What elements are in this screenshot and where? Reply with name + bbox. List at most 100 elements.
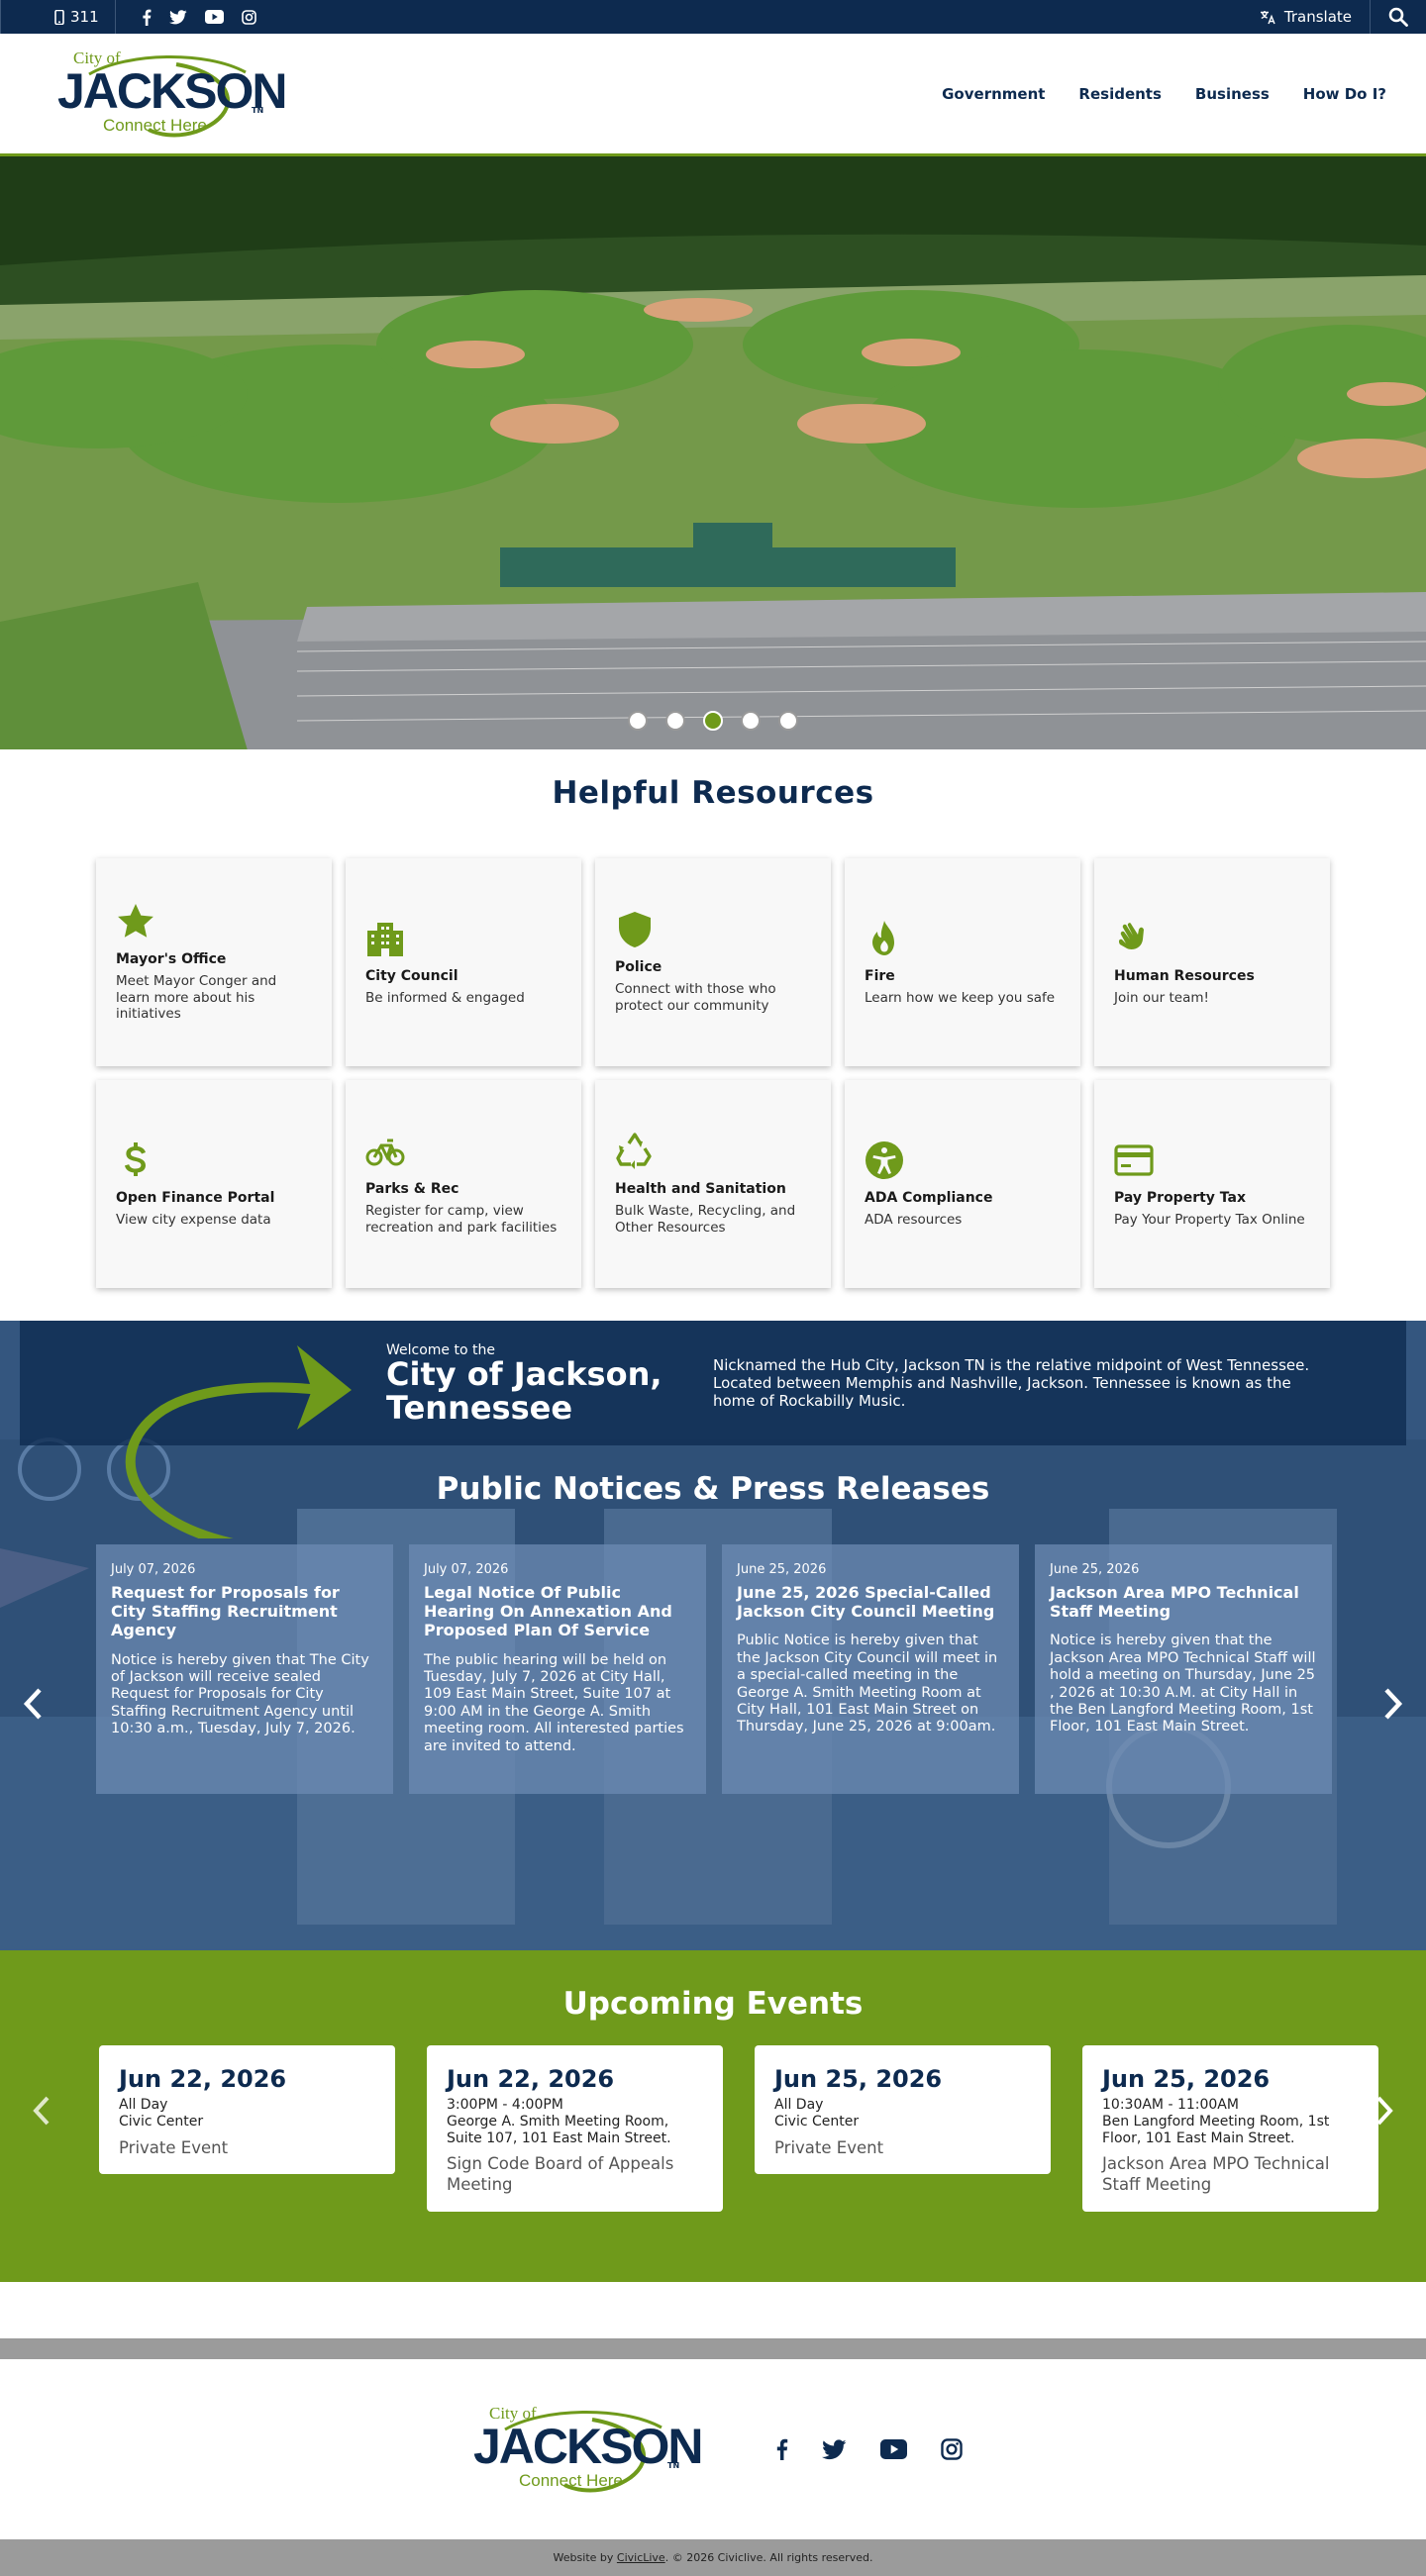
- search-icon: [1388, 7, 1408, 27]
- events-next-button[interactable]: [1375, 2095, 1394, 2130]
- site-footer: City of JACKSON TN Connect Here: [0, 2359, 1426, 2539]
- event-card[interactable]: Jun 22, 2026 All Day Civic Center Privat…: [99, 2045, 395, 2175]
- notice-title[interactable]: Request for Proposals for City Staffing …: [111, 1583, 340, 1640]
- event-time: All Day: [119, 2097, 168, 2113]
- event-location: George A. Smith Meeting Room, Suite 107,…: [447, 2113, 671, 2146]
- footer-credits: Website by CivicLive. © 2026 Civiclive. …: [0, 2539, 1426, 2576]
- footer-logo[interactable]: City of JACKSON TN Connect Here: [473, 2400, 703, 2499]
- nav-residents[interactable]: Residents: [1078, 84, 1162, 103]
- notice-title[interactable]: June 25, 2026 Special-Called Jackson Cit…: [737, 1583, 995, 1622]
- chevron-right-icon: [1384, 1688, 1403, 1720]
- resource-card-human-resources[interactable]: Human Resources Join our team!: [1094, 858, 1330, 1066]
- footer-social-links: [775, 2437, 963, 2461]
- phone-311-link[interactable]: 311: [0, 0, 116, 34]
- notice-title[interactable]: Jackson Area MPO Technical Staff Meeting: [1050, 1583, 1299, 1622]
- logo-state: TN: [667, 2461, 680, 2470]
- topbar-right: Translate: [1242, 0, 1426, 34]
- event-time: 3:00PM - 4:00PM: [447, 2097, 563, 2113]
- logo-city-of: City of: [73, 48, 121, 67]
- logo-swoosh-graphic: [504, 2411, 662, 2493]
- slide-dot-2[interactable]: [665, 711, 685, 731]
- welcome-heading: City of Jackson, Tennessee: [386, 1355, 662, 1427]
- instagram-icon[interactable]: [241, 9, 256, 25]
- event-date: Jun 25, 2026: [774, 2065, 943, 2093]
- instagram-icon[interactable]: [941, 2438, 963, 2460]
- hero-image-ballpark: [0, 156, 1426, 749]
- event-card[interactable]: Jun 25, 2026 10:30AM - 11:00AM Ben Langf…: [1082, 2045, 1378, 2212]
- logo-name: JACKSON: [473, 2419, 703, 2474]
- resource-card-city-council[interactable]: City Council Be informed & engaged: [346, 858, 581, 1066]
- facebook-icon[interactable]: [142, 9, 152, 26]
- top-social-links: [116, 9, 256, 26]
- nav-business[interactable]: Business: [1194, 84, 1270, 103]
- notice-card[interactable]: July 07, 2026 Legal Notice Of Public Hea…: [409, 1544, 706, 1794]
- twitter-icon[interactable]: [168, 9, 187, 25]
- event-date: Jun 22, 2026: [447, 2065, 615, 2093]
- event-name[interactable]: Jackson Area MPO Technical Staff Meeting: [1102, 2154, 1330, 2195]
- resource-card-desc: Bulk Waste, Recycling, and Other Resourc…: [615, 1203, 796, 1236]
- notice-card[interactable]: June 25, 2026 June 25, 2026 Special-Call…: [722, 1544, 1019, 1794]
- resource-card-ada-compliance[interactable]: ADA Compliance ADA resources: [845, 1080, 1080, 1288]
- building-icon: [367, 922, 403, 956]
- resource-card-fire[interactable]: Fire Learn how we keep you safe: [845, 858, 1080, 1066]
- site-header: City of JACKSON TN Connect Here Governme…: [0, 34, 1426, 156]
- topbar-left: 311: [0, 0, 256, 34]
- logo-name: JACKSON: [57, 62, 287, 119]
- star-icon: [118, 903, 153, 938]
- resource-card-desc: Connect with those who protect our commu…: [615, 981, 776, 1014]
- event-name[interactable]: Private Event: [119, 2137, 229, 2157]
- events-carousel: Jun 22, 2026 All Day Civic Center Privat…: [99, 2045, 1378, 2212]
- resource-card-desc: Meet Mayor Conger and learn more about h…: [116, 972, 277, 1023]
- event-name[interactable]: Sign Code Board of Appeals Meeting: [447, 2154, 674, 2195]
- slide-dot-4[interactable]: [741, 711, 761, 731]
- youtube-icon[interactable]: [880, 2439, 907, 2459]
- resource-card-desc: Register for camp, view recreation and p…: [365, 1203, 558, 1236]
- event-card[interactable]: Jun 25, 2026 All Day Civic Center Privat…: [755, 2045, 1051, 2175]
- events-prev-button[interactable]: [32, 2095, 51, 2130]
- event-name[interactable]: Private Event: [774, 2137, 884, 2157]
- logo-tagline: Connect Here: [519, 2471, 623, 2490]
- resource-card-title: Parks & Rec: [365, 1181, 459, 1198]
- fire-icon: [872, 920, 894, 955]
- resource-card-mayors-office[interactable]: Mayor's Office Meet Mayor Conger and lea…: [96, 858, 332, 1066]
- slideshow-dots: [0, 711, 1426, 731]
- resource-card-pay-property-tax[interactable]: Pay Property Tax Pay Your Property Tax O…: [1094, 1080, 1330, 1288]
- nav-how-do-i[interactable]: How Do I?: [1302, 84, 1386, 103]
- notices-next-button[interactable]: [1382, 1687, 1404, 1725]
- resource-card-open-finance-portal[interactable]: Open Finance Portal View city expense da…: [96, 1080, 332, 1288]
- notice-card[interactable]: July 07, 2026 Request for Proposals for …: [96, 1544, 393, 1794]
- translate-button[interactable]: Translate: [1242, 0, 1371, 34]
- slide-dot-5[interactable]: [778, 711, 798, 731]
- public-notices-section: Welcome to the City of Jackson, Tennesse…: [0, 1321, 1426, 1950]
- twitter-icon[interactable]: [822, 2438, 847, 2460]
- resource-cards-grid: Mayor's Office Meet Mayor Conger and lea…: [0, 858, 1426, 1288]
- resource-card-health-sanitation[interactable]: Health and Sanitation Bulk Waste, Recycl…: [595, 1080, 831, 1288]
- logo-state: TN: [252, 105, 264, 115]
- resource-card-desc: Be informed & engaged: [365, 989, 525, 1006]
- translate-label: Translate: [1283, 8, 1352, 26]
- notice-date: June 25, 2026: [737, 1562, 827, 1577]
- event-card[interactable]: Jun 22, 2026 3:00PM - 4:00PM George A. S…: [427, 2045, 723, 2212]
- notice-title[interactable]: Legal Notice Of Public Hearing On Annexa…: [424, 1583, 672, 1640]
- notice-date: July 07, 2026: [111, 1562, 196, 1577]
- resource-card-police[interactable]: Police Connect with those who protect ou…: [595, 858, 831, 1066]
- notice-card[interactable]: June 25, 2026 Jackson Area MPO Technical…: [1035, 1544, 1332, 1794]
- nav-government[interactable]: Government: [942, 84, 1046, 103]
- notice-date: July 07, 2026: [424, 1562, 509, 1577]
- youtube-icon[interactable]: [204, 10, 224, 24]
- notice-body: Notice is hereby given that The City of …: [111, 1651, 369, 1737]
- slide-dot-1[interactable]: [628, 711, 648, 731]
- accessibility-icon: [866, 1140, 903, 1179]
- welcome-small-text: Welcome to the: [386, 1342, 495, 1358]
- search-button[interactable]: [1371, 0, 1426, 34]
- helpful-resources-section: Helpful Resources Mayor's Office Meet Ma…: [0, 749, 1426, 1321]
- welcome-arrow-graphic: [125, 1345, 352, 1538]
- resource-card-parks-rec[interactable]: Parks & Rec Register for camp, view recr…: [346, 1080, 581, 1288]
- civiclive-link[interactable]: CivicLive: [616, 2551, 665, 2564]
- slide-dot-3[interactable]: [703, 711, 723, 731]
- site-logo[interactable]: City of JACKSON TN Connect Here: [57, 45, 287, 144]
- notices-prev-button[interactable]: [22, 1687, 44, 1725]
- resource-card-desc: ADA resources: [865, 1211, 963, 1228]
- event-date: Jun 22, 2026: [119, 2065, 287, 2093]
- facebook-icon[interactable]: [775, 2437, 788, 2461]
